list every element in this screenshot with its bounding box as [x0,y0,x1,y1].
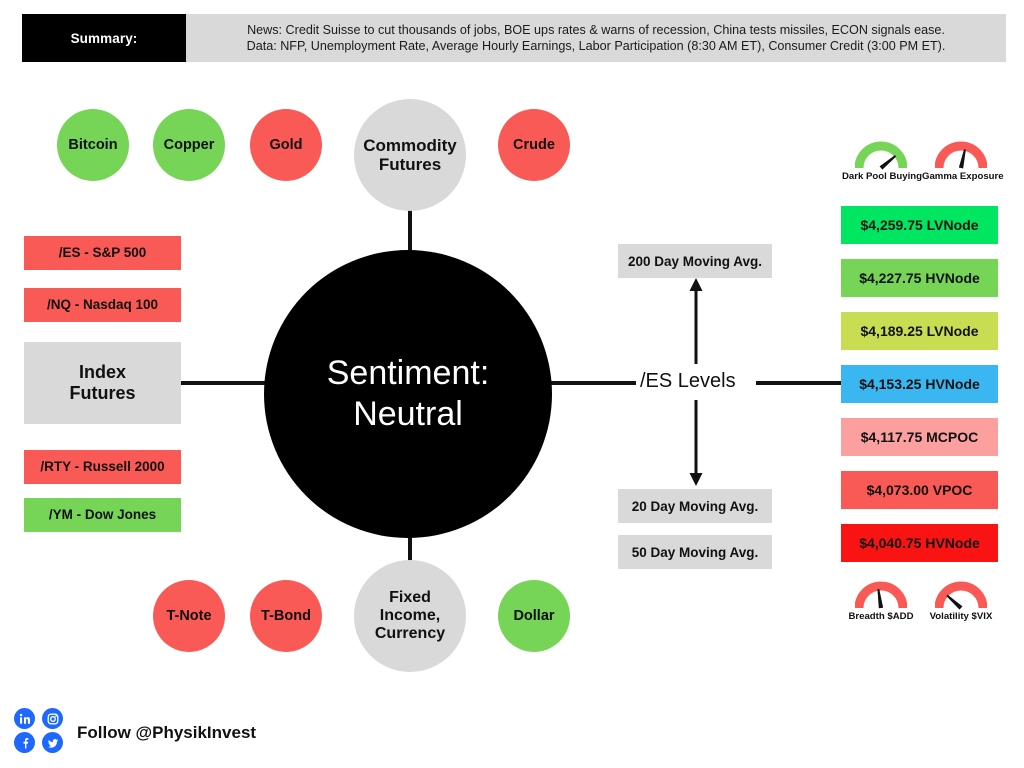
es-level-row-2[interactable]: $4,227.75 HVNode [841,259,998,297]
gauge-dark-pool-buying-icon [855,141,907,170]
summary-text: News: Credit Suisse to cut thousands of … [186,14,1006,62]
index-future-nq-label: /NQ - Nasdaq 100 [46,297,159,313]
index-future-rty-label: /RTY - Russell 2000 [40,459,165,475]
gauge-dark-pool-buying-label: Dark Pool Buying [842,171,922,182]
index-future-es-label: /ES - S&P 500 [58,245,147,261]
moving-average-50day[interactable]: 50 Day Moving Avg. [618,535,772,569]
linkedin-icon[interactable] [14,708,35,729]
fixed-income-node-dollar[interactable]: Dollar [498,580,570,652]
es-level-row-4-label: $4,153.25 HVNode [859,376,980,392]
moving-average-20day[interactable]: 20 Day Moving Avg. [618,489,772,523]
commodity-futures-hub-label: Commodity Futures [363,135,457,174]
facebook-icon[interactable] [14,732,35,753]
social-links [14,708,68,756]
moving-average-200day[interactable]: 200 Day Moving Avg. [618,244,772,278]
summary-bar: Summary: News: Credit Suisse to cut thou… [22,14,1006,62]
es-level-row-7-label: $4,040.75 HVNode [859,535,980,551]
arrow-down-to-20day [689,400,703,486]
summary-news-line: News: Credit Suisse to cut thousands of … [247,22,945,37]
gauge-volatility-vix[interactable]: Volatility $VIX [922,580,1000,622]
connector-commodity-to-center [408,210,412,254]
index-futures-hub-label: Index Futures [69,362,136,403]
es-level-row-1[interactable]: $4,259.75 LVNode [841,206,998,244]
arrow-up-to-200day [689,278,703,364]
fixed-income-node-t-bond[interactable]: T-Bond [250,580,322,652]
es-levels-title: /ES Levels [640,370,736,392]
commodity-node-copper[interactable]: Copper [153,109,225,181]
summary-data-line: Data: NFP, Unemployment Rate, Average Ho… [246,39,946,53]
commodity-node-gold[interactable]: Gold [250,109,322,181]
es-level-row-5-label: $4,117.75 MCPOC [860,429,979,445]
index-future-es[interactable]: /ES - S&P 500 [24,236,181,270]
es-level-row-1-label: $4,259.75 LVNode [860,217,979,233]
connector-center-to-es-levels [551,381,636,385]
gauge-volatility-vix-icon [935,581,987,610]
fixed-income-node-t-note-label: T-Note [166,607,212,624]
gauge-gamma-exposure-label: Gamma Exposure [922,171,1004,182]
index-future-ym[interactable]: /YM - Dow Jones [24,498,181,532]
gauge-breadth-add-label: Breadth $ADD [848,611,914,622]
connector-es-levels-to-level-column [756,381,842,385]
commodity-node-bitcoin[interactable]: Bitcoin [57,109,129,181]
commodity-node-bitcoin-label: Bitcoin [68,136,118,153]
summary-label: Summary: [22,14,186,62]
connector-index-futures-to-center [181,381,266,385]
twitter-icon[interactable] [42,732,63,753]
gauge-gamma-exposure[interactable]: Gamma Exposure [922,140,1004,182]
index-future-rty[interactable]: /RTY - Russell 2000 [24,450,181,484]
fixed-income-node-t-note[interactable]: T-Note [153,580,225,652]
follow-handle: Follow @PhysikInvest [77,723,257,742]
commodity-node-crude-label: Crude [513,136,555,153]
index-future-nq[interactable]: /NQ - Nasdaq 100 [24,288,181,322]
moving-average-200day-label: 200 Day Moving Avg. [627,253,763,269]
gauge-gamma-exposure-icon [935,141,987,169]
fixed-income-node-t-bond-label: T-Bond [261,607,311,624]
es-level-row-6-label: $4,073.00 VPOC [866,482,973,498]
sentiment-label: Sentiment: Neutral [326,353,490,433]
commodity-node-gold-label: Gold [269,136,303,153]
commodity-node-copper-label: Copper [163,136,215,153]
gauge-breadth-add[interactable]: Breadth $ADD [842,580,920,622]
fixed-income-hub-label: Fixed Income, Currency [374,589,446,642]
gauge-dark-pool-buying[interactable]: Dark Pool Buying [842,140,922,182]
commodity-node-crude[interactable]: Crude [498,109,570,181]
es-level-row-2-label: $4,227.75 HVNode [859,270,980,286]
sentiment-circle[interactable]: Sentiment: Neutral [264,250,552,538]
fixed-income-node-dollar-label: Dollar [513,607,555,624]
index-future-ym-label: /YM - Dow Jones [48,507,157,523]
es-level-row-6[interactable]: $4,073.00 VPOC [841,471,998,509]
gauge-breadth-add-icon [855,581,907,609]
es-level-row-3-label: $4,189.25 LVNode [860,323,979,339]
es-level-row-4[interactable]: $4,153.25 HVNode [841,365,998,403]
connector-center-to-fixed-income [408,533,412,577]
instagram-icon[interactable] [42,708,63,729]
moving-average-20day-label: 20 Day Moving Avg. [631,498,759,514]
fixed-income-hub[interactable]: Fixed Income, Currency [354,560,466,672]
es-level-row-7[interactable]: $4,040.75 HVNode [841,524,998,562]
es-level-row-3[interactable]: $4,189.25 LVNode [841,312,998,350]
gauge-volatility-vix-label: Volatility $VIX [929,611,993,622]
es-level-row-5[interactable]: $4,117.75 MCPOC [841,418,998,456]
commodity-futures-hub[interactable]: Commodity Futures [354,99,466,211]
index-futures-hub[interactable]: Index Futures [24,342,181,424]
moving-average-50day-label: 50 Day Moving Avg. [631,544,759,560]
